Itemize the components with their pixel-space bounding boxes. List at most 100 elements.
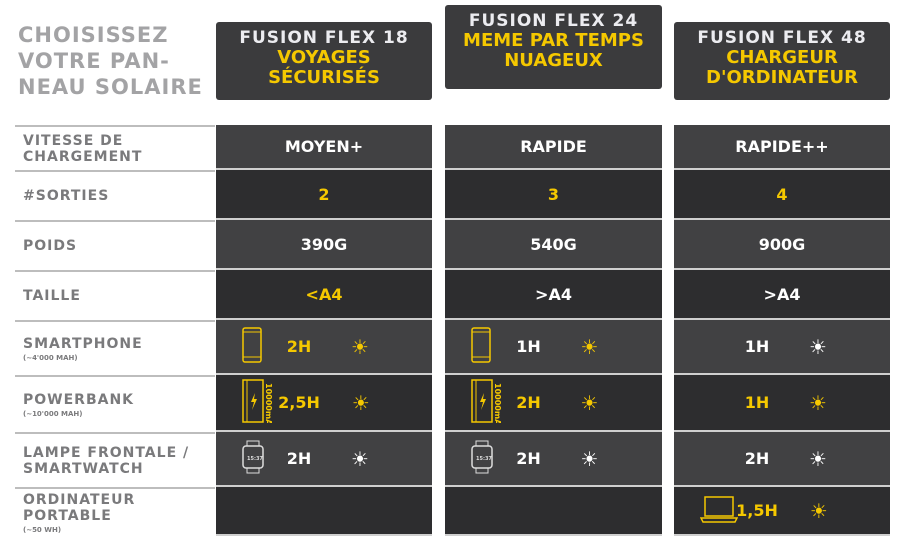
- column-header-2: FUSION FLEX 24 MEME PAR TEMPS NUAGEUX: [445, 5, 662, 89]
- row-label-text: VITESSE DE CHARGEMENT: [23, 132, 143, 165]
- cell-value: 540G: [530, 234, 577, 254]
- product-subtitle: MEME PAR TEMPS: [463, 30, 644, 51]
- cell-value: RAPIDE: [520, 137, 587, 156]
- table-cell: 2H ☀: [216, 320, 432, 375]
- row-label: POIDS: [15, 220, 215, 270]
- row-label-text: SMARTPHONE: [23, 335, 143, 352]
- row-label-text: POWERBANK: [23, 391, 135, 408]
- product-name: FUSION FLEX 18: [239, 28, 409, 48]
- cell-value: 1,5H: [736, 501, 778, 520]
- table-cell: 3: [445, 170, 662, 220]
- table-cell: RAPIDE++: [674, 125, 890, 170]
- table-cell: 1H ☀: [445, 320, 662, 375]
- row-label: TAILLE: [15, 270, 215, 320]
- table-cell: 15:37 2H ☀: [216, 432, 432, 487]
- table-cell: [216, 487, 432, 536]
- powerbank-icon: 10000mAh: [471, 378, 503, 431]
- laptop-icon: [699, 495, 739, 527]
- table-cell: 900G: [674, 220, 890, 270]
- sun-icon: ☀: [351, 390, 370, 415]
- product-name: FUSION FLEX 48: [697, 28, 867, 48]
- cell-value: 2H: [516, 449, 541, 468]
- row-label: VITESSE DE CHARGEMENT: [15, 125, 215, 170]
- svg-text:10000mAh: 10000mAh: [264, 383, 273, 423]
- cell-value: 1H: [744, 337, 770, 356]
- table-cell: RAPIDE: [445, 125, 662, 170]
- cell-value: <A4: [305, 284, 343, 304]
- table-cell: 1H ☀: [674, 375, 890, 432]
- row-label-text: ORDINATEUR PORTABLE: [23, 491, 136, 524]
- table-cell: <A4: [216, 270, 432, 320]
- row-label-sub: (~10'000 MAH): [23, 409, 83, 418]
- product-subtitle: CHARGEUR: [726, 47, 838, 68]
- row-label: #SORTIES: [15, 170, 215, 220]
- sun-icon: ☀: [809, 390, 827, 415]
- sun-icon: ☀: [809, 334, 827, 359]
- table-cell: 15:37 2H ☀: [445, 432, 662, 487]
- sun-icon: ☀: [351, 446, 369, 471]
- powerbank-icon: 10000mAh: [242, 378, 274, 431]
- cell-value: 2H: [286, 449, 312, 468]
- column-header-3: FUSION FLEX 48 CHARGEUR D'ORDINATEUR: [674, 22, 890, 100]
- smartphone-icon: [242, 326, 262, 367]
- sun-icon: ☀: [580, 334, 599, 359]
- row-label-text: #SORTIES: [23, 188, 110, 204]
- cell-value: 1H: [516, 337, 541, 356]
- cell-value: 2H: [516, 393, 541, 412]
- cell-value: 2H: [744, 449, 770, 468]
- smartphone-icon: [471, 326, 491, 367]
- product-subtitle: NUAGEUX: [504, 50, 603, 71]
- table-cell: >A4: [445, 270, 662, 320]
- cell-value: >A4: [535, 284, 572, 304]
- cell-value: 390G: [300, 234, 348, 254]
- product-subtitle: D'ORDINATEUR: [706, 67, 858, 88]
- row-label-text: SMARTWATCH: [23, 460, 144, 477]
- row-label-text: LAMPE FRONTALE /: [23, 444, 190, 461]
- table-cell: [445, 487, 662, 536]
- smartwatch-icon: 15:37: [471, 440, 493, 478]
- sun-icon: ☀: [809, 498, 828, 523]
- sun-icon: ☀: [580, 446, 599, 471]
- table-cell: 4: [674, 170, 890, 220]
- row-label: LAMPE FRONTALE /SMARTWATCH: [15, 432, 215, 487]
- row-label: ORDINATEUR PORTABLE(~50 WH): [15, 487, 215, 536]
- cell-value: 2H: [286, 337, 312, 356]
- row-label-text: POIDS: [23, 238, 78, 254]
- cell-value: 4: [776, 184, 788, 204]
- sun-icon: ☀: [809, 446, 827, 471]
- table-cell: MOYEN+: [216, 125, 432, 170]
- table-cell: >A4: [674, 270, 890, 320]
- row-label-text: TAILLE: [23, 288, 81, 304]
- table-cell: 1H ☀: [674, 320, 890, 375]
- svg-text:15:37: 15:37: [476, 456, 492, 462]
- cell-value: 2: [318, 184, 330, 204]
- title-line: NEAU SOLAIRE: [18, 75, 203, 99]
- cell-value: MOYEN+: [284, 137, 364, 156]
- product-name: FUSION FLEX 24: [468, 11, 639, 31]
- title-line: CHOISISSEZ: [18, 23, 169, 47]
- cell-value: 3: [547, 184, 560, 204]
- column-header-1: FUSION FLEX 18 VOYAGES SÉCURISÉS: [216, 22, 432, 100]
- page-title: CHOISISSEZ VOTRE PAN- NEAU SOLAIRE: [18, 22, 218, 100]
- table-cell: 540G: [445, 220, 662, 270]
- table-cell: 10000mAh 2,5H ☀: [216, 375, 432, 432]
- sun-icon: ☀: [580, 390, 599, 415]
- svg-text:15:37: 15:37: [247, 456, 263, 462]
- cell-value: RAPIDE++: [735, 137, 829, 156]
- cell-value: 2,5H: [278, 393, 320, 412]
- table-cell: 10000mAh 2H ☀: [445, 375, 662, 432]
- cell-value: 1H: [744, 393, 770, 412]
- row-label-sub: (~50 WH): [23, 525, 62, 534]
- row-label: SMARTPHONE(~4'000 MAH): [15, 320, 215, 375]
- table-cell: 2: [216, 170, 432, 220]
- sun-icon: ☀: [351, 334, 369, 359]
- cell-value: 900G: [758, 234, 806, 254]
- table-cell: 2H ☀: [674, 432, 890, 487]
- product-subtitle: SÉCURISÉS: [268, 67, 380, 88]
- row-label-sub: (~4'000 MAH): [23, 353, 78, 362]
- cell-value: >A4: [763, 284, 801, 304]
- table-cell: 1,5H ☀: [674, 487, 890, 536]
- table-cell: 390G: [216, 220, 432, 270]
- row-label: POWERBANK(~10'000 MAH): [15, 375, 215, 432]
- product-subtitle: VOYAGES: [277, 47, 371, 68]
